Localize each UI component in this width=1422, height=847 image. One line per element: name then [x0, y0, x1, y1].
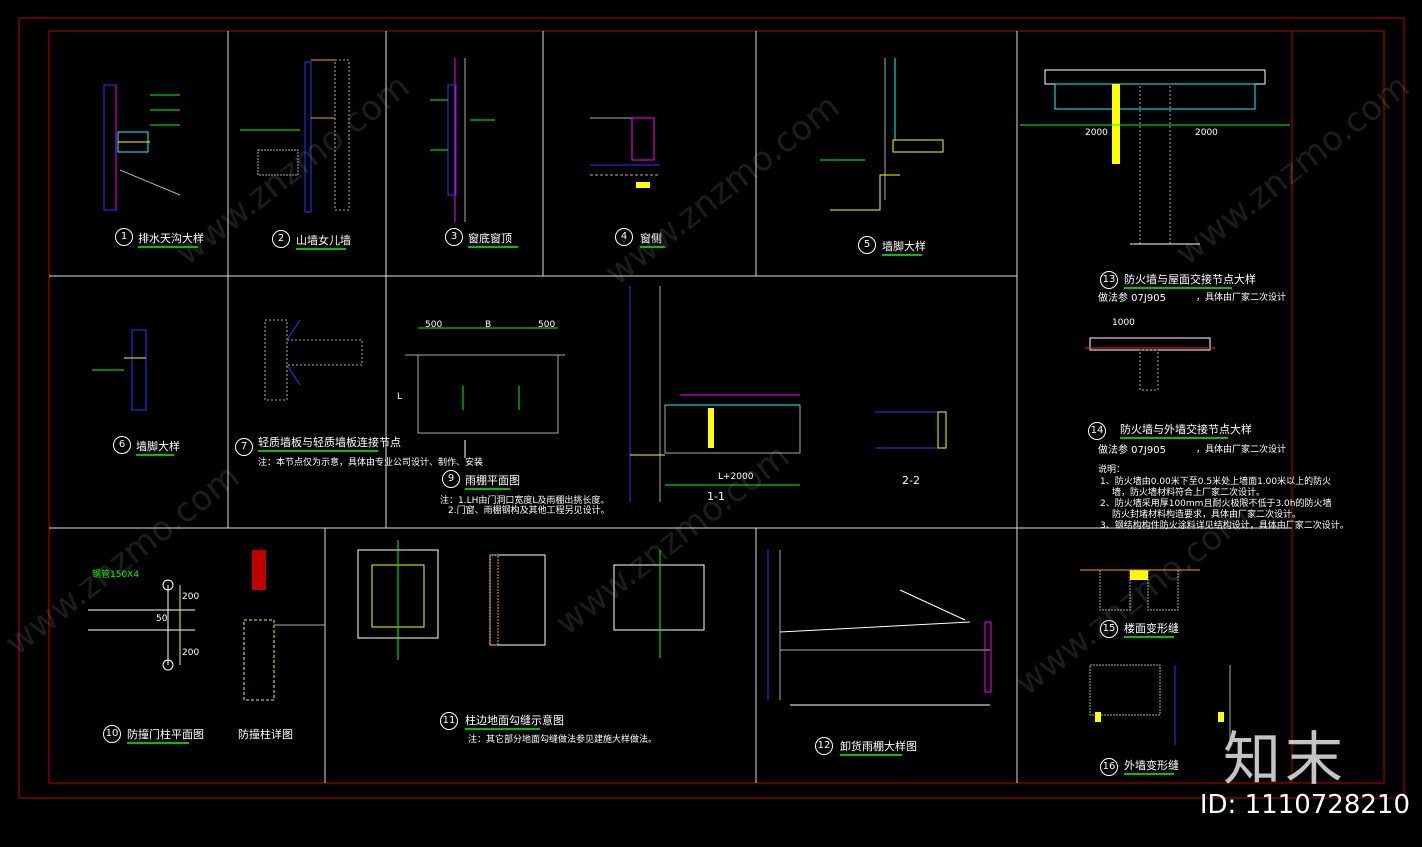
dim-200-bottom: 200 [182, 648, 200, 658]
detail-9-drawing [405, 327, 565, 458]
dim-500-left: 500 [425, 320, 443, 330]
section-1-1-label: 1-1 [707, 490, 725, 503]
note-9-line-2: 2.门窗、雨棚钢构及其他工程另见设计。 [448, 506, 610, 516]
dim-l: L [397, 392, 403, 402]
ref-13-tail: ，具体由厂家二次设计 [1196, 293, 1287, 303]
detail-10-drawing [88, 550, 325, 701]
notes-line-4: 防火封堵材料构造要求，具体由厂家二次设计。 [1112, 510, 1302, 520]
notes-line-1: 1、防火墙由0.00米下至0.5米处上墙面1.00米以上的防火 [1100, 477, 1332, 487]
section-2-2-drawing [875, 411, 947, 449]
ref-13: 做法参 07J905 [1098, 293, 1166, 304]
dim-50: 50 [156, 614, 168, 624]
ref-14: 做法参 07J905 [1098, 445, 1166, 456]
note-7: 注：本节点仅为示意，具体由专业公司设计、制作、安装 [258, 458, 484, 468]
ref-14-tail: ，具体由厂家二次设计 [1196, 445, 1287, 455]
detail-14-drawing [1085, 337, 1215, 391]
detail-1-drawing [103, 84, 181, 211]
notes-line-3: 2、防火墙采用厚100mm且耐火极限不低于3.0h的防火墙 [1100, 499, 1332, 509]
dim-1000: 1000 [1112, 318, 1135, 328]
dim-500-right: 500 [538, 320, 556, 330]
section-1-1-drawing [629, 286, 801, 502]
note-9-line-1: 注：1.LH由门洞口宽度L及雨棚出挑长度。 [440, 496, 610, 506]
dim-200-top: 200 [182, 592, 200, 602]
detail-15-drawing [1080, 569, 1200, 611]
dim-b: B [485, 320, 492, 330]
detail-16-drawing [1089, 664, 1231, 745]
detail-4-drawing [590, 117, 660, 188]
bump-post-detail-title: 防撞柱详图 [238, 728, 293, 741]
detail-7-drawing [264, 319, 363, 401]
panel-grid [49, 31, 1292, 783]
notes-line-2: 墙，防火墙材料符合上厂家二次设计。 [1112, 488, 1266, 498]
dim-l-plus-2000: L+2000 [718, 472, 754, 482]
brand-logo-text: 知末 [1222, 725, 1347, 793]
dim-2000-right: 2000 [1195, 128, 1218, 138]
detail-11-drawing [357, 540, 705, 660]
dim-2000-left: 2000 [1085, 128, 1108, 138]
id-tag: ID: 1110728210 [1199, 790, 1410, 820]
detail-3-drawing [430, 58, 495, 222]
detail-5-drawing [820, 58, 944, 211]
note-11: 注：其它部分地面勾缝做法参见建施大样做法。 [468, 735, 658, 745]
detail-2-drawing [240, 59, 350, 213]
detail-6-drawing [92, 329, 147, 411]
notes-line-5: 3、钢结构构件防火涂料详见结构设计，具体由厂家二次设计。 [1100, 521, 1349, 531]
notes-title: 说明： [1098, 465, 1126, 475]
steel-pipe-label: 钢管150X4 [92, 570, 140, 580]
detail-12-drawing [767, 550, 992, 706]
detail-13-drawing [1020, 69, 1290, 245]
section-2-2-label: 2-2 [902, 474, 920, 487]
outer-frame [18, 17, 1405, 799]
inner-frame [48, 30, 1385, 784]
